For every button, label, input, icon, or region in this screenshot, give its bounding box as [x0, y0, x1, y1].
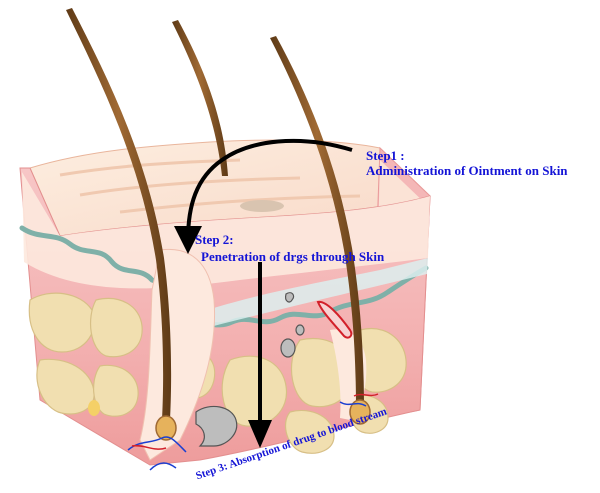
step2-description: Penetration of drgs through Skin [201, 249, 384, 264]
step2-title: Step 2: [195, 232, 234, 247]
step1-title: Step1 : [366, 148, 405, 163]
cell-icon [296, 325, 304, 335]
step1-description: Administration of Ointment on Skin [366, 163, 568, 178]
cell-icon [281, 339, 295, 357]
hair-pore [240, 200, 284, 212]
